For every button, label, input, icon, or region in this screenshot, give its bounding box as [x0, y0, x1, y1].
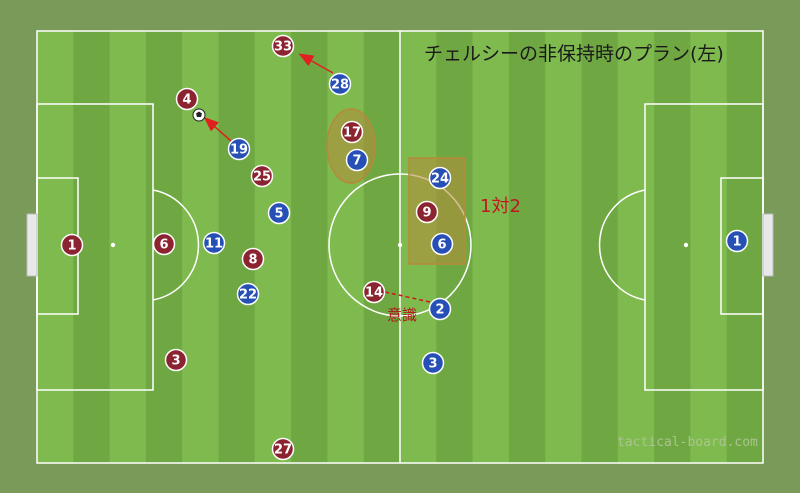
blue-player-3[interactable]: 3	[421, 351, 445, 375]
red-player-25[interactable]: 25	[250, 164, 274, 188]
red-player-14[interactable]: 14	[362, 280, 386, 304]
pitch-stripes	[37, 31, 764, 463]
left-penalty-spot	[110, 242, 116, 248]
blue-player-5[interactable]: 5	[267, 201, 291, 225]
left-penalty-arc	[152, 189, 200, 301]
dashed-line-14-to-2	[384, 291, 431, 303]
red-player-number: 9	[422, 206, 431, 221]
blue-player-2[interactable]: 2	[428, 297, 452, 321]
arrow-28-to-33	[298, 53, 334, 74]
blue-player-marker[interactable]	[236, 282, 260, 306]
red-player-marker[interactable]	[271, 437, 295, 461]
pitch-stripe	[327, 31, 365, 463]
annotation-awareness: 意識	[387, 306, 417, 324]
blue-player-marker[interactable]	[725, 229, 749, 253]
blue-player-marker[interactable]	[430, 232, 454, 256]
right-penalty-arc	[598, 189, 646, 301]
red-team: 1 6 4 33 25 17 8 9 14 3 27	[60, 34, 439, 461]
board-title: チェルシーの非保持時のプラン(左)	[424, 43, 724, 65]
blue-player-number: 28	[331, 78, 349, 93]
red-player-marker[interactable]	[241, 247, 265, 271]
right-penalty-spot	[683, 242, 689, 248]
red-player-marker[interactable]	[152, 232, 176, 256]
pitch-stripe	[363, 31, 401, 463]
blue-player-marker[interactable]	[328, 72, 352, 96]
red-player-number: 6	[159, 238, 168, 253]
pitch-stripe	[254, 31, 292, 463]
pitch-stripe	[291, 31, 328, 463]
blue-player-number: 7	[352, 154, 361, 169]
red-player-marker[interactable]	[60, 233, 84, 257]
red-player-number: 3	[171, 354, 180, 369]
blue-player-marker[interactable]	[421, 351, 445, 375]
soccer-ball-icon	[192, 108, 206, 122]
red-player-33[interactable]: 33	[271, 34, 295, 58]
pitch-stripe	[218, 31, 256, 463]
blue-player-number: 5	[274, 207, 283, 222]
red-player-6[interactable]: 6	[152, 232, 176, 256]
red-player-marker[interactable]	[175, 87, 199, 111]
right-goal	[762, 213, 774, 277]
blue-player-number: 2	[435, 303, 444, 318]
red-player-number: 27	[274, 443, 292, 458]
red-player-9[interactable]: 9	[415, 200, 439, 224]
pitch-stripe	[109, 31, 147, 463]
red-player-marker[interactable]	[340, 120, 364, 144]
blue-player-19[interactable]: 19	[227, 137, 251, 161]
watermark: tactical-board.com	[617, 435, 758, 450]
blue-player-11[interactable]: 11	[202, 231, 226, 255]
blue-player-number: 19	[230, 143, 248, 158]
blue-player-28[interactable]: 28	[328, 72, 352, 96]
blue-player-marker[interactable]	[428, 166, 452, 190]
red-player-3[interactable]: 3	[164, 348, 188, 372]
blue-team: 28 19 7 5 11 22 24 6 2 3 1	[202, 72, 749, 375]
center-circle	[328, 173, 472, 317]
blue-player-marker[interactable]	[202, 231, 226, 255]
red-player-number: 33	[274, 40, 292, 55]
blue-player-number: 3	[428, 357, 437, 372]
blue-player-6[interactable]: 6	[430, 232, 454, 256]
zone-ellipse-17-7	[326, 108, 376, 184]
blue-player-marker[interactable]	[227, 137, 251, 161]
blue-player-24[interactable]: 24	[428, 166, 452, 190]
blue-player-number: 1	[732, 235, 741, 250]
red-player-4[interactable]: 4	[175, 87, 199, 111]
red-player-number: 17	[343, 126, 361, 141]
pitch-stripe	[472, 31, 510, 463]
left-goal	[26, 213, 38, 277]
blue-player-number: 6	[437, 238, 446, 253]
blue-player-marker[interactable]	[428, 297, 452, 321]
red-player-number: 8	[248, 253, 257, 268]
annotation-1v2: 1対2	[480, 196, 521, 217]
blue-player-22[interactable]: 22	[236, 282, 260, 306]
red-player-number: 25	[253, 170, 271, 185]
blue-player-number: 24	[431, 172, 449, 187]
blue-player-number: 22	[239, 288, 257, 303]
red-player-marker[interactable]	[271, 34, 295, 58]
blue-player-7[interactable]: 7	[345, 148, 369, 172]
pitch-stripe	[617, 31, 655, 463]
red-player-17[interactable]: 17	[340, 120, 364, 144]
blue-player-marker[interactable]	[345, 148, 369, 172]
blue-player-number: 11	[205, 237, 223, 252]
red-player-marker[interactable]	[250, 164, 274, 188]
red-player-27[interactable]: 27	[271, 437, 295, 461]
red-player-marker[interactable]	[164, 348, 188, 372]
center-spot	[397, 242, 403, 248]
pitch-stripe	[545, 31, 582, 463]
blue-player-1[interactable]: 1	[725, 229, 749, 253]
red-player-marker[interactable]	[362, 280, 386, 304]
pitch-stripe	[654, 31, 691, 463]
pitch-stripe	[508, 31, 546, 463]
blue-player-marker[interactable]	[267, 201, 291, 225]
red-player-number: 4	[182, 93, 191, 108]
red-player-8[interactable]: 8	[241, 247, 265, 271]
arrow-19-to-4	[203, 117, 232, 142]
red-player-number: 14	[365, 286, 383, 301]
red-player-number: 1	[67, 239, 76, 254]
red-player-marker[interactable]	[415, 200, 439, 224]
red-player-1[interactable]: 1	[60, 233, 84, 257]
